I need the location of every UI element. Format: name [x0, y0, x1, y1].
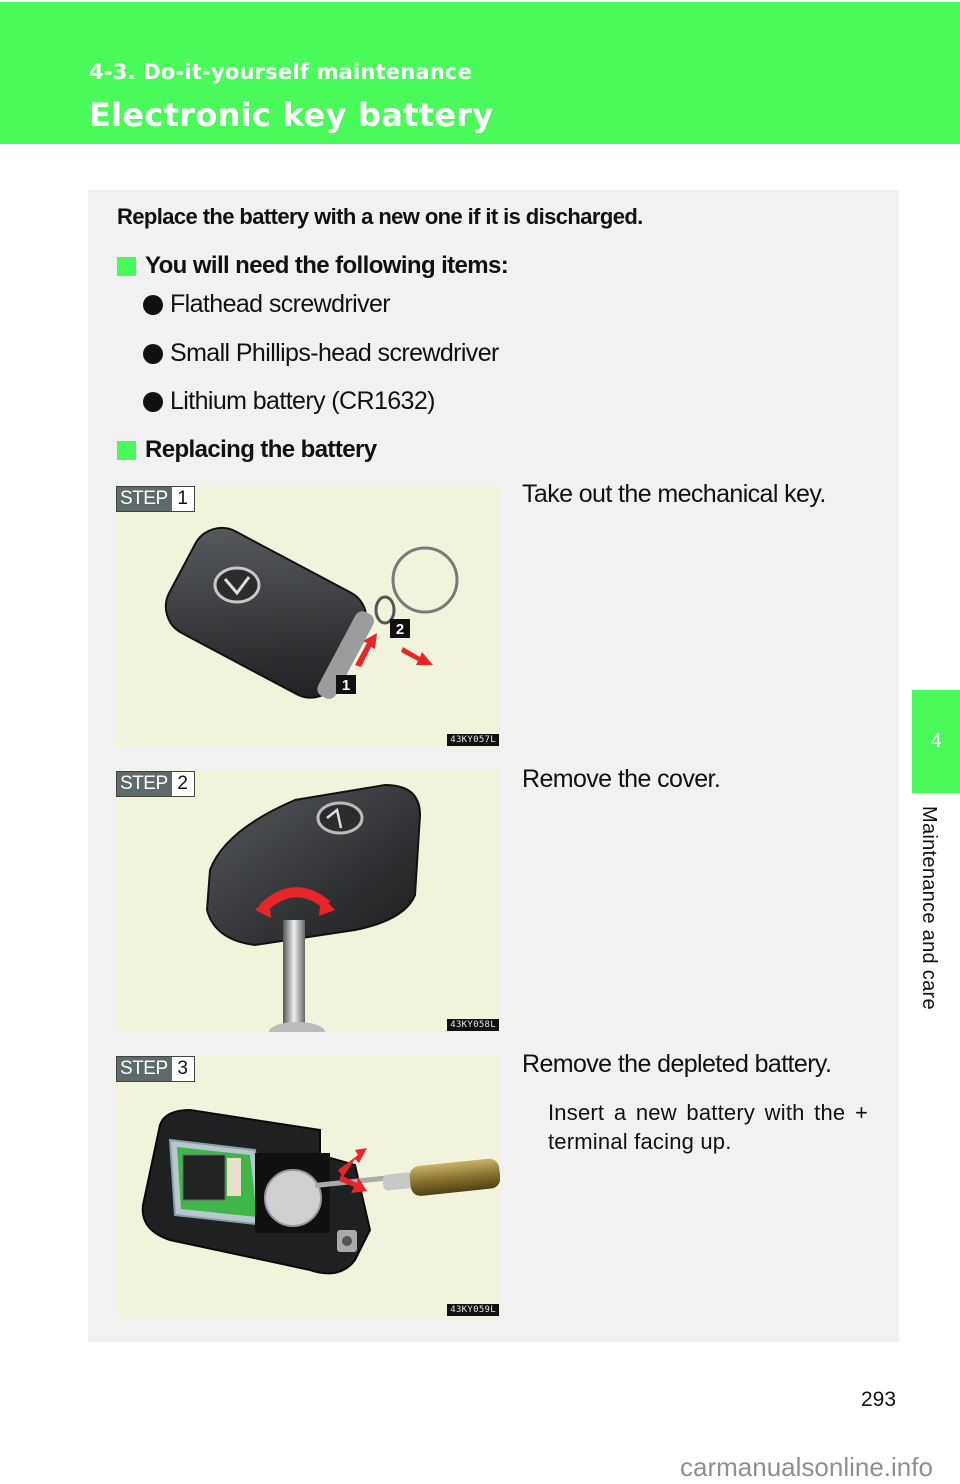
list-item: Flathead screwdriver — [143, 290, 391, 319]
step-word: STEP — [117, 772, 172, 796]
key-cover-illustration — [205, 783, 422, 1032]
step-number: 1 — [171, 487, 194, 511]
step-word: STEP — [117, 487, 172, 511]
green-square-icon — [117, 256, 136, 276]
list-item-text: Lithium battery (CR1632) — [170, 387, 435, 415]
bullet-icon — [143, 391, 163, 412]
step-2-figure: STEP 2 43KY058L — [115, 770, 500, 1032]
chapter-tab[interactable]: 4 — [912, 690, 960, 793]
figure-code: 43KY059L — [447, 1304, 499, 1316]
green-square-icon — [117, 440, 136, 460]
step-3-note: Insert a new battery with the + terminal… — [548, 1100, 868, 1154]
step-2-badge: STEP 2 — [116, 771, 195, 797]
step-1-figure: 1 2 STEP 1 43KY057L — [115, 485, 500, 747]
chapter-label: Maintenance and care — [918, 806, 940, 1010]
bullet-icon — [143, 343, 163, 364]
step-1-text: Take out the mechanical key. — [522, 480, 826, 508]
list-item: Lithium battery (CR1632) — [143, 387, 435, 416]
list-item-text: Flathead screwdriver — [170, 290, 391, 318]
callout-1: 1 — [342, 677, 350, 694]
page-title: Electronic key battery — [89, 96, 494, 134]
step-word: STEP — [117, 1057, 172, 1081]
step-3-badge: STEP 3 — [116, 1056, 195, 1082]
page-number: 293 — [861, 1388, 897, 1411]
chapter-number: 4 — [930, 730, 942, 752]
replacing-heading-text: Replacing the battery — [145, 436, 377, 463]
step-1-badge: STEP 1 — [116, 486, 195, 512]
step-3-figure: STEP 3 43KY059L — [115, 1055, 500, 1317]
section-label: 4-3. Do-it-yourself maintenance — [89, 60, 473, 84]
items-heading: You will need the following items: — [117, 252, 509, 280]
list-item: Small Phillips-head screwdriver — [143, 339, 499, 368]
step-number: 3 — [171, 1057, 194, 1081]
step-2-text: Remove the cover. — [522, 765, 721, 793]
step-number: 2 — [171, 772, 194, 796]
figure-code: 43KY057L — [447, 734, 499, 746]
intro-text: Replace the battery with a new one if it… — [117, 204, 643, 229]
callout-2: 2 — [396, 621, 404, 638]
key-fob-illustration: 1 2 — [164, 526, 459, 699]
step-3-text: Remove the depleted battery. — [522, 1050, 832, 1078]
figure-code: 43KY058L — [447, 1019, 499, 1031]
items-heading-text: You will need the following items: — [145, 252, 509, 279]
replacing-heading: Replacing the battery — [117, 436, 377, 464]
bullet-icon — [143, 294, 163, 315]
watermark: carmanualsonline.info — [680, 1452, 933, 1482]
chapter-header: 4-3. Do-it-yourself maintenance Electron… — [0, 2, 960, 144]
list-item-text: Small Phillips-head screwdriver — [170, 339, 499, 367]
battery-removal-illustration — [141, 1108, 500, 1275]
